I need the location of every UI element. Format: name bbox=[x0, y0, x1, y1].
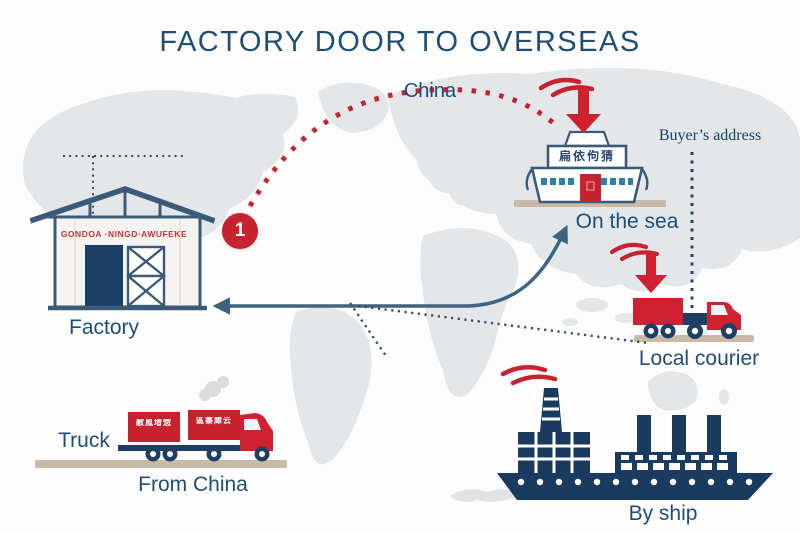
building-windows bbox=[541, 178, 633, 185]
china-label: China bbox=[403, 80, 457, 102]
truck-container-2-text: 區寨庫云 bbox=[196, 417, 232, 425]
page-title: FACTORY DOOR TO OVERSEAS bbox=[159, 26, 641, 58]
courier-truck-illustration bbox=[633, 298, 741, 339]
local-courier-label: Local courier bbox=[638, 347, 760, 370]
truck-cab bbox=[240, 413, 273, 451]
factory-door-dark bbox=[85, 245, 123, 306]
sea-port-building-illustration bbox=[525, 130, 649, 204]
cargo-truck-illustration bbox=[118, 376, 273, 462]
factory-sign-text: GONDOA ·NINGD·AWUFEKE bbox=[60, 230, 188, 239]
map-greenland bbox=[318, 82, 389, 133]
factory-illustration bbox=[30, 186, 215, 311]
from-china-label: From China bbox=[138, 473, 248, 496]
cargo-ship-illustration bbox=[450, 365, 773, 502]
leader-line-short bbox=[349, 302, 387, 357]
water-swoosh bbox=[450, 489, 519, 502]
sea-port-sign-text: 扁依佝猜 bbox=[558, 150, 615, 162]
truck-wheels bbox=[145, 446, 270, 462]
ship-hull bbox=[497, 473, 773, 500]
route-arc-china bbox=[247, 87, 558, 208]
map-europe bbox=[425, 137, 513, 206]
step-number: 1 bbox=[234, 220, 246, 241]
step-badge: 1 bbox=[222, 213, 258, 249]
courier-wheels bbox=[643, 323, 737, 339]
truck-label: Truck bbox=[58, 429, 110, 452]
smoke-puff bbox=[199, 376, 229, 401]
leader-line-long bbox=[357, 304, 649, 345]
red-down-arrow-sea-icon bbox=[538, 77, 601, 133]
buyers-address-note: Buyer’s address bbox=[658, 127, 762, 144]
map-south-america bbox=[289, 307, 372, 465]
building-door bbox=[580, 174, 601, 201]
by-ship-label: By ship bbox=[628, 502, 698, 525]
factory-door-cross bbox=[126, 245, 166, 308]
on-the-sea-label: On the sea bbox=[575, 210, 679, 233]
truck-container-2 bbox=[188, 410, 240, 440]
truck-container-1-text: 敝風增惣 bbox=[136, 419, 172, 427]
sea-to-factory-arrow bbox=[212, 224, 568, 315]
red-down-arrow-courier-icon bbox=[609, 242, 667, 293]
truck-container-1 bbox=[128, 412, 180, 442]
courier-cargo-box bbox=[633, 298, 683, 325]
factory-label: Factory bbox=[68, 316, 140, 339]
